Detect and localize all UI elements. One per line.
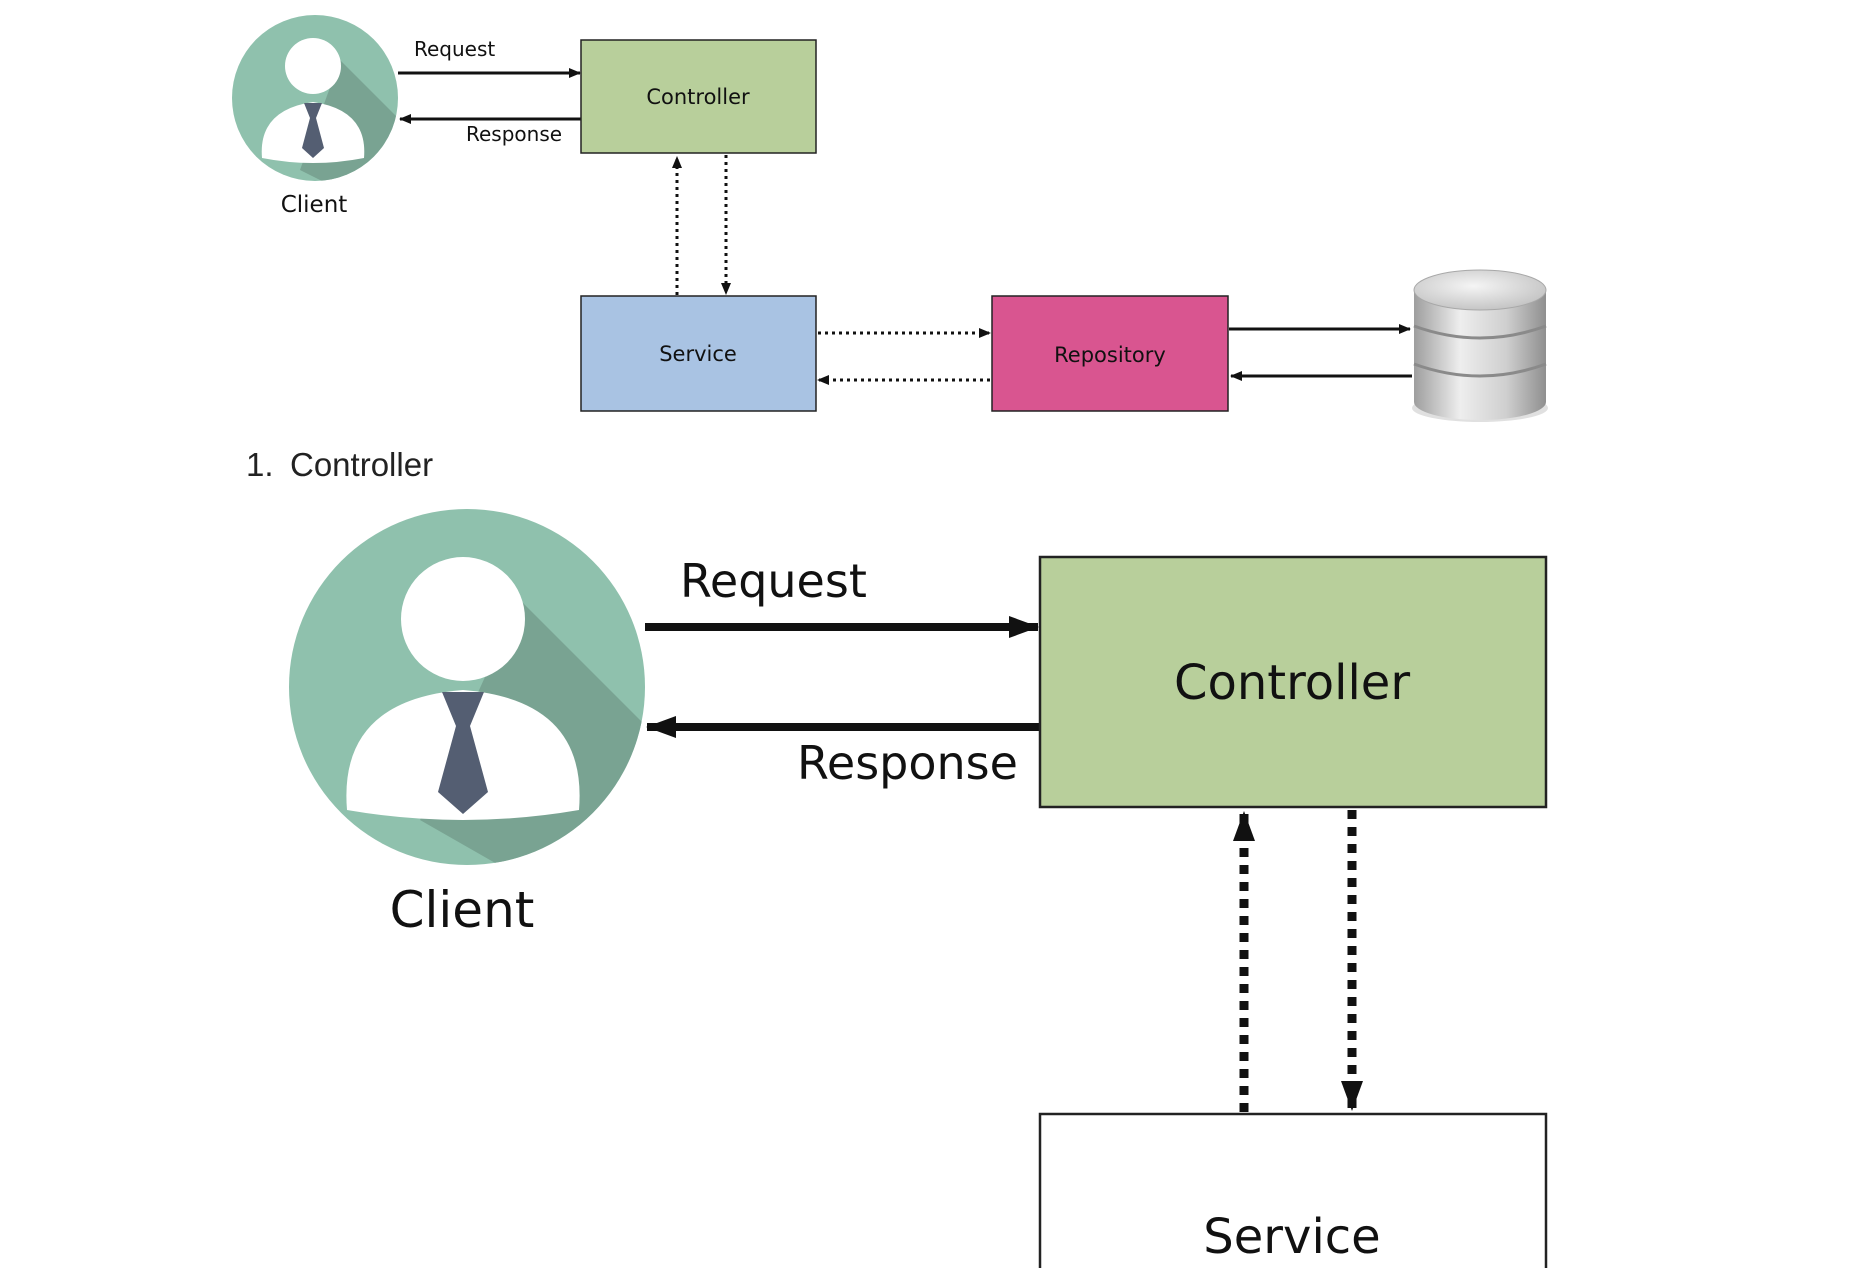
- response-label: Response: [466, 122, 562, 146]
- controller-label: Controller: [646, 85, 750, 109]
- service-box: [580, 295, 817, 412]
- repository-box: [991, 295, 1229, 412]
- service-label: Service: [659, 342, 737, 366]
- request-label: Request: [414, 37, 495, 61]
- request-large-label: Request: [680, 554, 867, 608]
- list-number: 1.: [246, 446, 274, 483]
- list-item-controller: 1. Controller: [246, 446, 433, 484]
- service-large-label: Service: [1203, 1209, 1380, 1265]
- repository-label: Repository: [1054, 343, 1166, 367]
- list-title: Controller: [290, 446, 434, 483]
- database-icon: [1412, 269, 1548, 422]
- controller-box: [580, 39, 817, 154]
- client-avatar-icon: [232, 15, 398, 181]
- client-label: Client: [281, 192, 348, 218]
- service-large-box: [1038, 1112, 1548, 1268]
- client-avatar-large-icon: [289, 509, 645, 865]
- architecture-overview-diagram: Client Request Response Controller Servi…: [232, 15, 1548, 422]
- client-large-label: Client: [390, 881, 535, 939]
- controller-large-box: [1038, 555, 1548, 809]
- response-large-label: Response: [797, 736, 1018, 790]
- controller-large-label: Controller: [1174, 655, 1410, 711]
